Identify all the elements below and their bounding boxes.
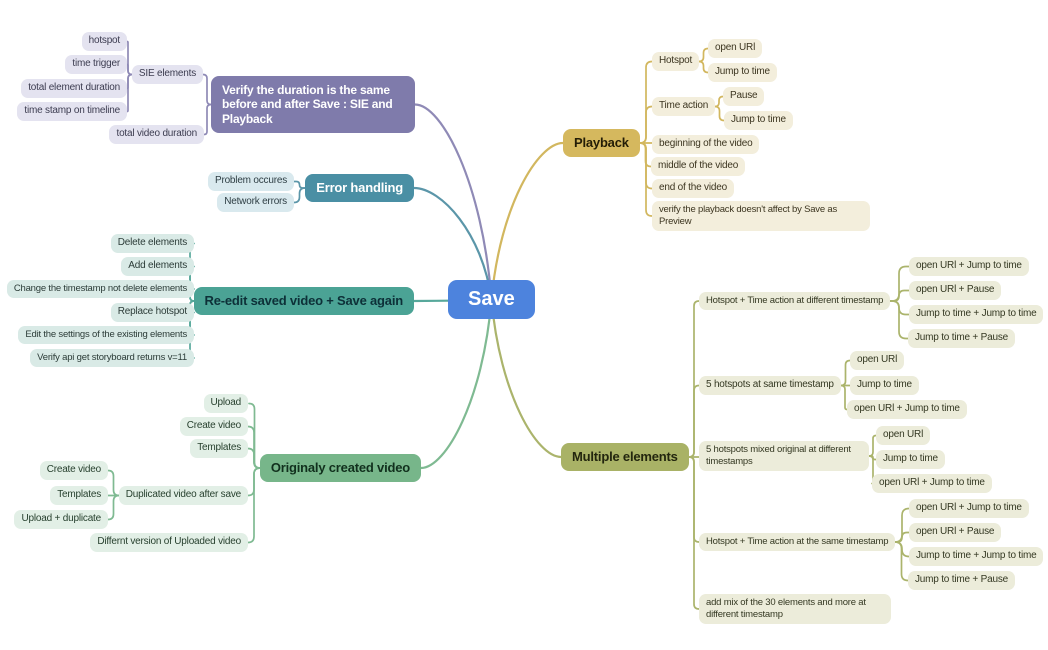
node-create-video[interactable]: Create video [179,417,248,436]
node-error-handling[interactable]: Error handling [305,174,414,202]
node-open-url[interactable]: open URl [876,426,931,445]
node-jump-to-time[interactable]: Jump to time [724,111,793,130]
node-middle-of-the-video[interactable]: middle of the video [651,157,746,176]
node-playback[interactable]: Playback [563,129,640,157]
node-network-errors[interactable]: Network errors [217,193,294,212]
node-verify-the-playback-doesn-t-affect-by-save[interactable]: verify the playback doesn't affect by Sa… [652,201,870,231]
node-problem-occures[interactable]: Problem occures [207,172,294,191]
node-hotspot[interactable]: Hotspot [652,52,700,71]
node-jump-to-time-pause[interactable]: Jump to time + Pause [908,571,1015,590]
node-open-url-jump-to-time[interactable]: open URl + Jump to time [909,257,1029,276]
node-verify-the-duration-is-the-same-before-and[interactable]: Verify the duration is the same before a… [211,76,415,134]
node-total-element-duration[interactable]: total element duration [21,79,127,98]
node-open-url-jump-to-time[interactable]: open URl + Jump to time [909,499,1029,518]
node-time-action[interactable]: Time action [652,97,716,116]
node-open-url-jump-to-time[interactable]: open URl + Jump to time [847,400,967,419]
node-differnt-version-of-uploaded-video[interactable]: Differnt version of Uploaded video [90,533,248,552]
node-jump-to-time[interactable]: Jump to time [708,63,777,82]
node-total-video-duration[interactable]: total video duration [109,125,204,144]
node-5-hotspots-mixed-original-at-different-tim[interactable]: 5 hotspots mixed original at different t… [699,441,869,471]
node-open-url[interactable]: open URl [850,351,905,370]
node-originaly-created-video[interactable]: Originaly created video [259,454,421,482]
node-open-url-pause[interactable]: open URl + Pause [909,281,1002,300]
node-5-hotspots-at-same-timestamp[interactable]: 5 hotspots at same timestamp [699,376,841,395]
node-jump-to-time[interactable]: Jump to time [876,450,945,469]
node-end-of-the-video[interactable]: end of the video [652,179,734,198]
node-jump-to-time-jump-to-time[interactable]: Jump to time + Jump to time [909,305,1044,324]
node-pause[interactable]: Pause [723,87,765,106]
node-add-mix-of-the-30-elements-and-more-at-dif[interactable]: add mix of the 30 elements and more at d… [699,594,891,624]
node-open-url[interactable]: open URl [708,39,763,58]
node-time-stamp-on-timeline[interactable]: time stamp on timeline [17,102,127,121]
node-templates[interactable]: Templates [190,439,248,458]
node-add-elements[interactable]: Add elements [121,257,194,276]
node-create-video[interactable]: Create video [39,461,108,480]
node-re-edit-saved-video-save-again[interactable]: Re-edit saved video + Save again [193,287,414,315]
node-upload-duplicate[interactable]: Upload + duplicate [14,510,108,529]
node-beginning-of-the-video[interactable]: beginning of the video [652,135,760,154]
node-sie-elements[interactable]: SIE elements [131,65,203,84]
node-hotspot-time-action-at-the-same-timestamp[interactable]: Hotspot + Time action at the same timest… [699,533,896,551]
node-replace-hotspot[interactable]: Replace hotspot [110,303,194,322]
node-hotspot-time-action-at-different-timestamp[interactable]: Hotspot + Time action at different times… [699,292,891,310]
node-duplicated-video-after-save[interactable]: Duplicated video after save [118,486,248,505]
node-hotspot[interactable]: hotspot [81,32,127,51]
node-upload[interactable]: Upload [203,394,248,413]
node-change-the-timestamp-not-delete-elements[interactable]: Change the timestamp not delete elements [6,280,194,298]
node-open-url-jump-to-time[interactable]: open URl + Jump to time [872,474,992,493]
node-save[interactable]: Save [448,280,535,319]
node-delete-elements[interactable]: Delete elements [110,234,194,253]
node-verify-api-get-storyboard-returns-v-11[interactable]: Verify api get storyboard returns v=11 [30,349,194,367]
node-multiple-elements[interactable]: Multiple elements [561,443,689,471]
node-jump-to-time-pause[interactable]: Jump to time + Pause [908,329,1015,348]
node-edit-the-settings-of-the-existing-elements[interactable]: Edit the settings of the existing elemen… [18,326,194,344]
node-jump-to-time-jump-to-time[interactable]: Jump to time + Jump to time [909,547,1044,566]
node-jump-to-time[interactable]: Jump to time [850,376,919,395]
node-templates[interactable]: Templates [50,486,108,505]
node-time-trigger[interactable]: time trigger [65,55,127,74]
node-open-url-pause[interactable]: open URl + Pause [909,523,1002,542]
